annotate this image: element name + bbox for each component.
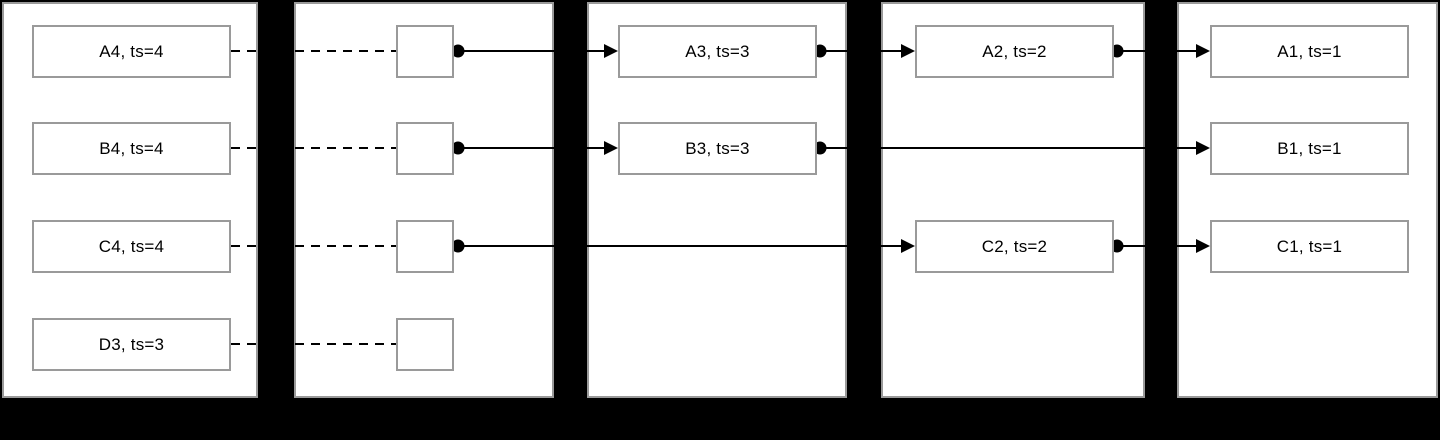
node-c1[interactable]: C1, ts=1	[1210, 220, 1409, 273]
node-slot-4[interactable]	[396, 318, 454, 371]
node-slot-3[interactable]	[396, 220, 454, 273]
node-c4[interactable]: C4, ts=4	[32, 220, 231, 273]
node-a1[interactable]: A1, ts=1	[1210, 25, 1409, 78]
node-b4[interactable]: B4, ts=4	[32, 122, 231, 175]
node-slot-2[interactable]	[396, 122, 454, 175]
node-b1[interactable]: B1, ts=1	[1210, 122, 1409, 175]
node-c2[interactable]: C2, ts=2	[915, 220, 1114, 273]
node-a2[interactable]: A2, ts=2	[915, 25, 1114, 78]
node-b3[interactable]: B3, ts=3	[618, 122, 817, 175]
node-a3[interactable]: A3, ts=3	[618, 25, 817, 78]
node-a4[interactable]: A4, ts=4	[32, 25, 231, 78]
node-slot-1[interactable]	[396, 25, 454, 78]
node-d3[interactable]: D3, ts=3	[32, 318, 231, 371]
